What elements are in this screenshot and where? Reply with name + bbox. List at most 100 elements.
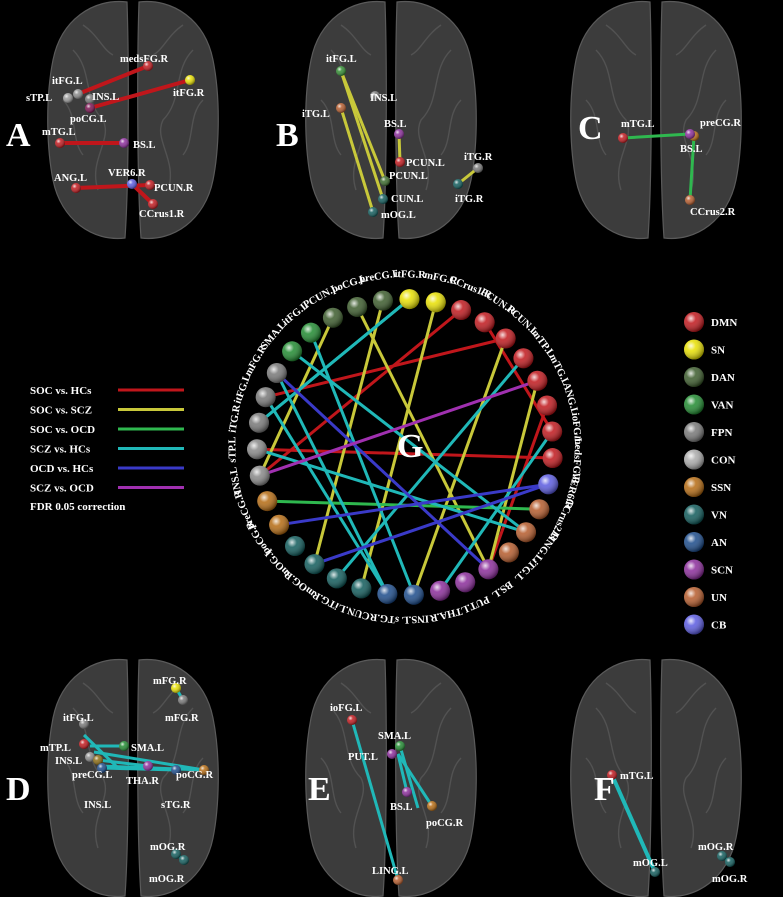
node-sphere bbox=[684, 367, 704, 387]
node-sphere bbox=[377, 583, 398, 604]
node-label: preCG.R bbox=[700, 118, 741, 129]
panel-c-edges bbox=[622, 132, 696, 201]
node-label: CCrus2.R bbox=[690, 207, 736, 218]
node-sphere bbox=[127, 179, 137, 189]
edge bbox=[75, 183, 151, 190]
node-sphere bbox=[684, 614, 704, 635]
ring-edges bbox=[256, 297, 554, 596]
node-sphere bbox=[322, 307, 343, 328]
node-sphere bbox=[171, 849, 181, 859]
node-sphere bbox=[336, 66, 346, 76]
node-sphere-shine bbox=[455, 572, 476, 593]
node-sphere-shine bbox=[85, 103, 95, 113]
node-sphere-shine bbox=[85, 752, 95, 762]
node-sphere-shine bbox=[498, 542, 519, 563]
node-sphere bbox=[247, 439, 268, 460]
node-label: itFG.L bbox=[63, 713, 94, 724]
node-sphere bbox=[249, 465, 270, 486]
node-sphere bbox=[430, 580, 451, 601]
node-sphere bbox=[498, 542, 519, 563]
node-sphere-shine bbox=[178, 695, 188, 705]
node-sphere-shine bbox=[378, 194, 388, 204]
node-sphere-shine bbox=[71, 183, 81, 193]
ring-edge bbox=[486, 380, 539, 570]
node-sphere bbox=[143, 61, 153, 71]
ring-nodes bbox=[247, 289, 563, 605]
edge bbox=[77, 64, 149, 96]
ring-edge bbox=[275, 372, 389, 595]
contrast-legend-label: SCZ vs. OCD bbox=[30, 483, 94, 495]
node-sphere bbox=[178, 695, 188, 705]
node-label: itFG.R bbox=[173, 88, 205, 99]
node-sphere-shine bbox=[395, 741, 405, 751]
node-sphere bbox=[529, 499, 550, 520]
ring-edge bbox=[259, 379, 538, 478]
panel-a: medsFG.R itFG.L sTP.L INS.L itFG.R poCG.… bbox=[6, 0, 219, 240]
node-sphere bbox=[513, 348, 534, 369]
panel-f-nodes bbox=[607, 770, 735, 877]
node-sphere-shine bbox=[119, 741, 129, 751]
node-label: itFG.L bbox=[52, 76, 83, 87]
node-sphere bbox=[63, 93, 73, 103]
node-label: CCrus1.R bbox=[139, 209, 185, 220]
node-label: mOG.R bbox=[698, 842, 734, 853]
node-sphere-shine bbox=[684, 587, 704, 607]
node-sphere-shine bbox=[425, 292, 446, 313]
node-sphere-shine bbox=[171, 849, 181, 859]
node-sphere bbox=[478, 559, 499, 580]
node-sphere-shine bbox=[684, 312, 704, 332]
node-sphere bbox=[79, 719, 89, 729]
node-sphere-shine bbox=[387, 749, 397, 759]
node-label: poCG.L bbox=[70, 114, 106, 125]
node-sphere bbox=[143, 761, 153, 771]
node-sphere bbox=[370, 91, 380, 101]
node-sphere bbox=[538, 474, 559, 495]
network-legend-label: VAN bbox=[711, 400, 733, 412]
node-sphere-shine bbox=[516, 522, 537, 543]
node-sphere-shine bbox=[370, 91, 380, 101]
edge bbox=[101, 766, 177, 772]
edge bbox=[339, 70, 385, 200]
node-sphere bbox=[684, 532, 704, 552]
node-sphere bbox=[403, 584, 424, 605]
node-sphere bbox=[453, 179, 463, 189]
panel-f: mTG.L mOG.L mOG.R mOG.R F bbox=[570, 658, 748, 897]
edge bbox=[622, 132, 691, 140]
node-label: poCG.R bbox=[426, 818, 463, 829]
node-sphere bbox=[257, 491, 278, 512]
node-label: PUT.L bbox=[348, 752, 378, 763]
node-sphere-shine bbox=[684, 449, 704, 470]
node-sphere bbox=[171, 765, 181, 775]
node-sphere-shine bbox=[63, 93, 73, 103]
panel-b-nodes bbox=[336, 66, 483, 217]
node-sphere bbox=[336, 103, 346, 113]
node-label: mOG.L bbox=[633, 858, 668, 869]
node-sphere-shine bbox=[618, 133, 628, 143]
node-sphere bbox=[148, 199, 158, 209]
node-sphere bbox=[282, 341, 303, 362]
ring-node-label: INS.L bbox=[228, 466, 244, 495]
node-sphere-shine bbox=[199, 765, 209, 775]
node-sphere bbox=[372, 290, 393, 311]
node-sphere bbox=[285, 536, 306, 557]
node-sphere-shine bbox=[127, 179, 137, 189]
ring-edge bbox=[265, 337, 507, 399]
node-label: medsFG.R bbox=[120, 54, 169, 65]
node-sphere-shine bbox=[171, 683, 181, 693]
panel-f-labels: mTG.L mOG.L mOG.R mOG.R bbox=[620, 771, 748, 885]
node-sphere-shine bbox=[650, 867, 660, 877]
node-sphere-shine bbox=[119, 138, 129, 148]
node-label: SMA.L bbox=[131, 743, 164, 754]
node-label: mTG.L bbox=[620, 771, 654, 782]
node-sphere bbox=[393, 875, 403, 885]
node-sphere bbox=[395, 741, 405, 751]
node-sphere-shine bbox=[73, 89, 83, 99]
node-sphere-shine bbox=[684, 504, 704, 525]
node-sphere bbox=[684, 587, 704, 607]
node-sphere-shine bbox=[269, 514, 290, 535]
panel-d-labels: mFG.R mFG.R itFG.L mTP.L SMA.L INS.L pre… bbox=[40, 676, 213, 885]
network-legend-label: SCN bbox=[711, 565, 733, 577]
node-sphere-shine bbox=[403, 584, 424, 605]
node-sphere-shine bbox=[473, 163, 483, 173]
edge bbox=[688, 135, 696, 201]
